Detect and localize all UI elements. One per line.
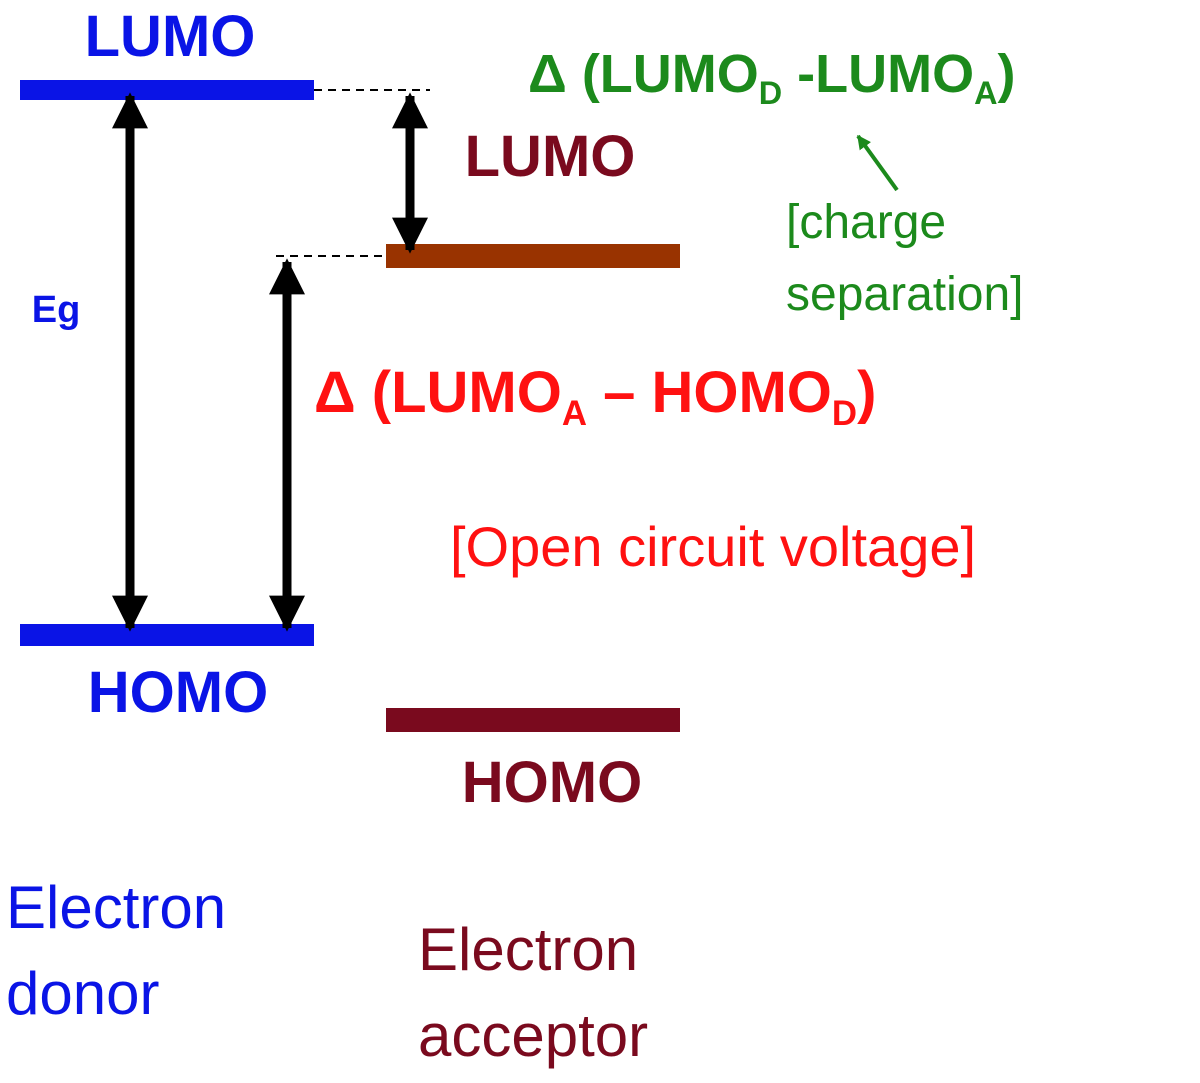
voc-suffix: ) [857,360,876,425]
donor-homo-label: HOMO [88,660,268,725]
lumo-offset-middle: -LUMO [782,44,974,104]
donor-homo-level [20,624,314,646]
charge-separation-note-line2: separation] [786,268,1024,321]
voc-prefix: Δ (LUMO [314,360,562,425]
donor-caption-line1: Electron [6,874,226,941]
lumo-offset-sub1: D [759,75,782,111]
charge-separation-pointer [856,134,899,192]
acceptor-caption-line1: Electron [418,916,638,983]
voc-middle: – HOMO [587,360,832,425]
lumo-offset-suffix: ) [998,44,1016,104]
acceptor-homo-label: HOMO [462,750,642,815]
donor-caption-line2: donor [6,960,159,1027]
donor-lumo-label: LUMO [85,4,256,69]
lumo-offset-sub2: A [974,75,997,111]
charge-separation-note-line1: [charge [786,196,946,249]
acceptor-caption-line2: acceptor [418,1002,648,1069]
voc-sub1: A [562,394,587,433]
voc-sub2: D [832,394,857,433]
donor-lumo-level [20,80,314,100]
acceptor-lumo-level [386,244,680,268]
lumo-offset-prefix: Δ (LUMO [528,44,759,104]
open-circuit-voltage-note: [Open circuit voltage] [450,515,976,578]
lumo-offset-label: Δ (LUMOD -LUMOA) [528,44,1016,111]
voc-label: Δ (LUMOA – HOMOD) [314,360,876,433]
acceptor-homo-level [386,708,680,732]
eg-label: Eg [32,289,81,331]
acceptor-lumo-label: LUMO [465,124,636,189]
